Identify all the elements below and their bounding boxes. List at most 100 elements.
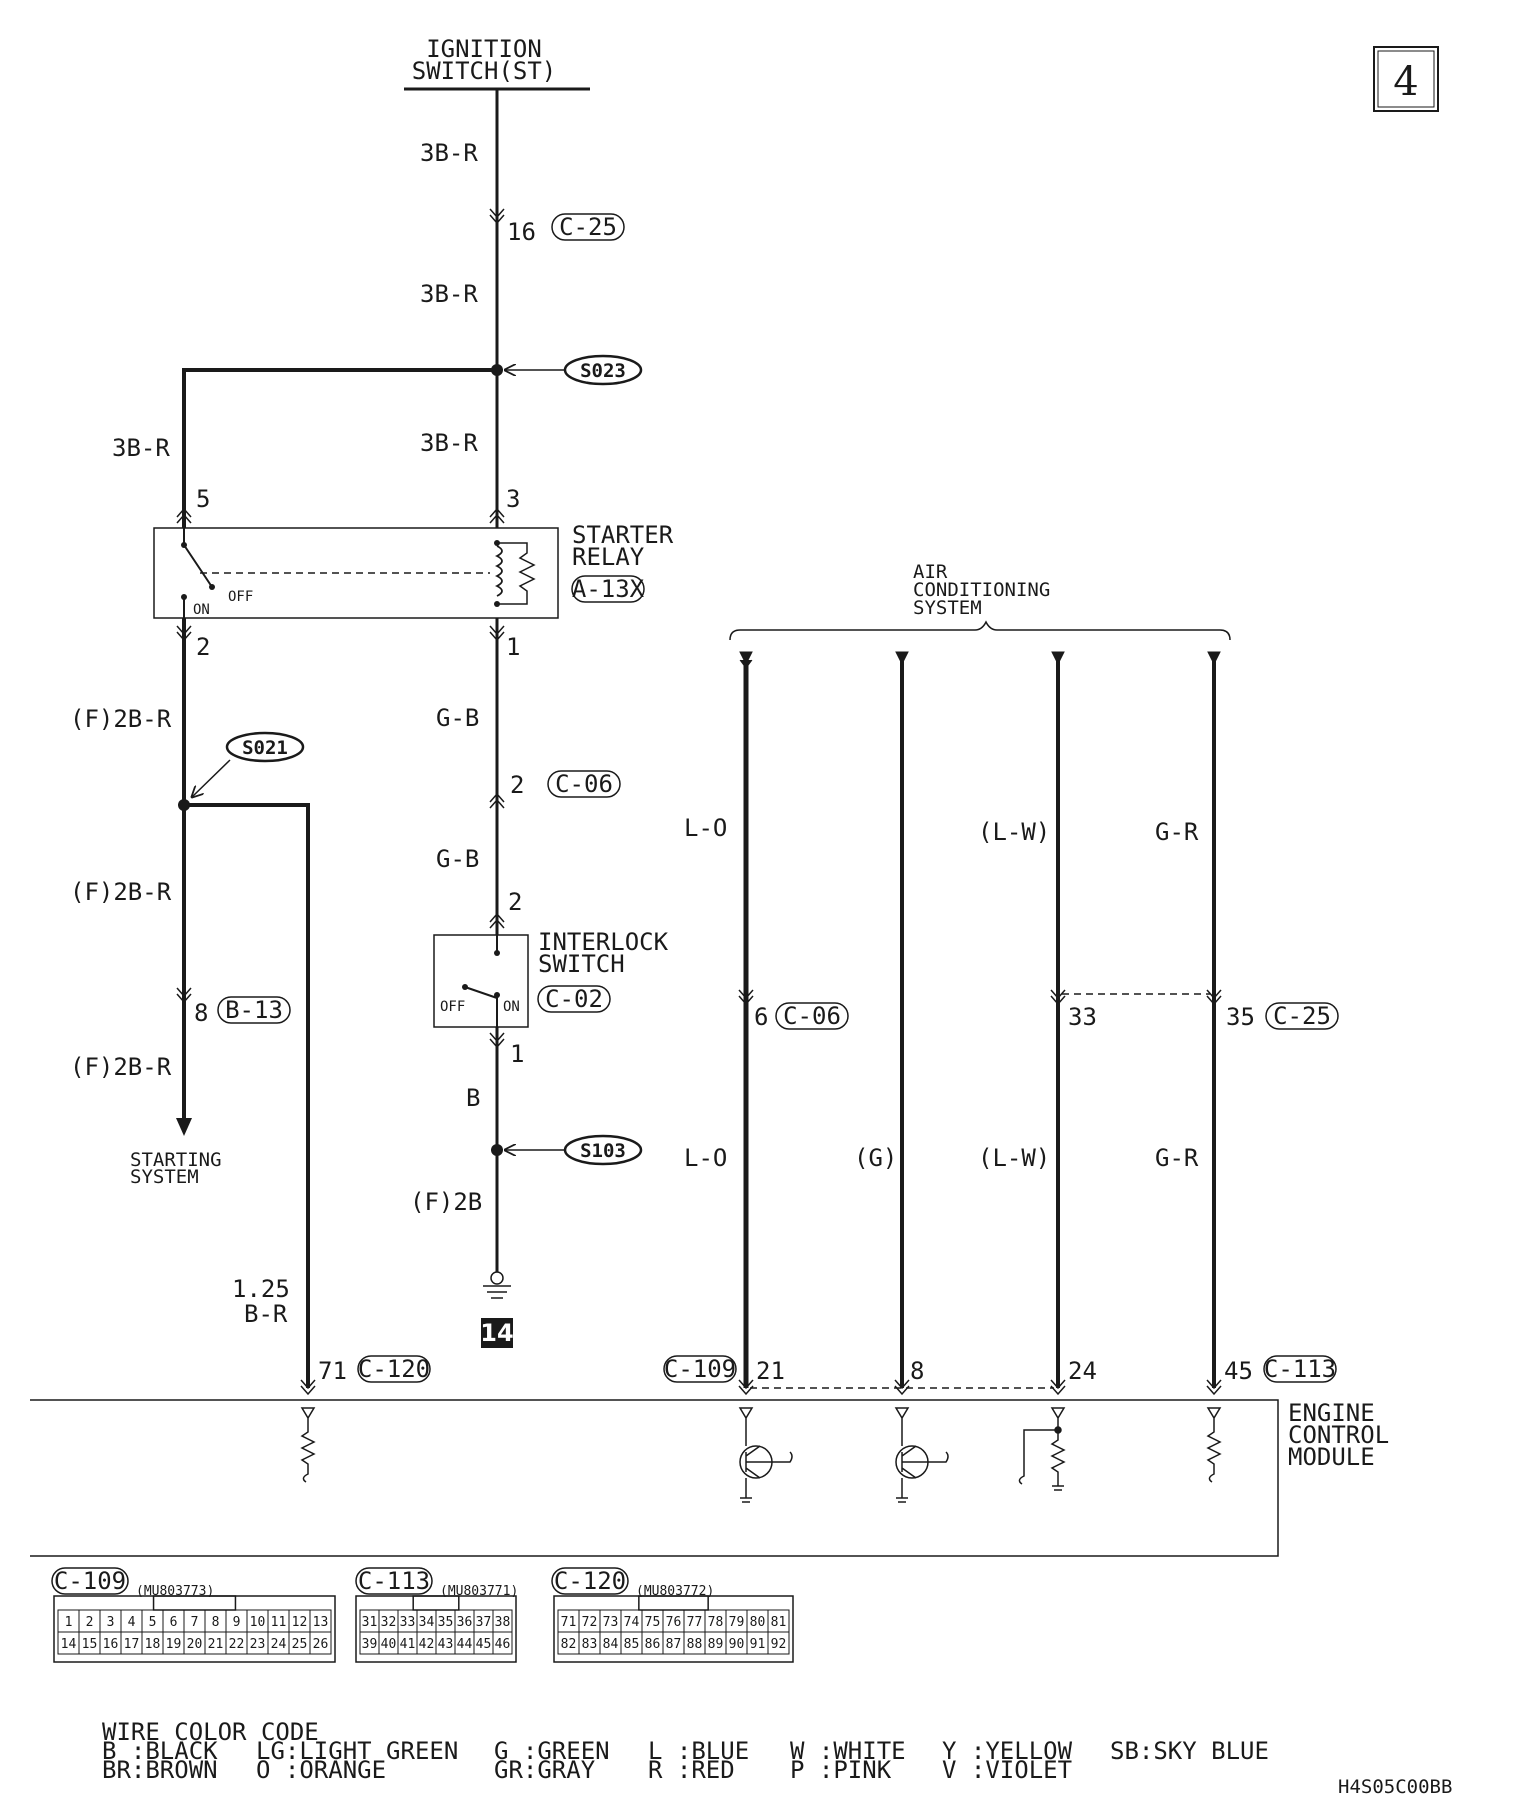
wire-s021-ecm: [184, 803, 310, 1388]
pin-number: 75: [645, 1615, 661, 1630]
legend-w: W :WHITE: [790, 1737, 906, 1765]
pin-number: 86: [645, 1637, 661, 1652]
relay-coil: [494, 545, 503, 597]
pin-number: 71: [561, 1615, 577, 1630]
relay-label-1: STARTER: [572, 521, 674, 549]
legend-title: WIRE COLOR CODE: [102, 1718, 319, 1746]
legend-o: O :ORANGE: [256, 1756, 386, 1784]
pin-33: 33: [1068, 1003, 1097, 1031]
interlock-label-1: INTERLOCK: [538, 928, 669, 956]
wire-label-125: 1.25: [232, 1275, 290, 1303]
pin-6: 6: [754, 1003, 768, 1031]
wire-label-lw-b: (L-W): [978, 1144, 1050, 1172]
pin-21: 21: [756, 1357, 785, 1385]
pin-number: 84: [603, 1637, 619, 1652]
pin-number: 43: [438, 1637, 454, 1652]
wire-label-f2b: (F)2B: [410, 1188, 482, 1216]
pin-number: 6: [170, 1615, 178, 1630]
ac-label-3: SYSTEM: [913, 597, 982, 619]
connector-view-c120: C-120 (MU803772): [551, 1567, 714, 1599]
wire-label-f2br-a: (F)2B-R: [70, 705, 172, 733]
wire-label-lo-a: L-O: [684, 814, 727, 842]
wire-label-3br-b: 3B-R: [420, 280, 478, 308]
pin-number: 37: [476, 1615, 492, 1630]
ignition-label-2: SWITCH(ST): [412, 57, 557, 85]
pin-number: 72: [582, 1615, 598, 1630]
pin-number: 76: [666, 1615, 682, 1630]
conn-badge-c25-top: [551, 213, 625, 241]
pin-number: 8: [212, 1615, 220, 1630]
pin-35: 35: [1226, 1003, 1255, 1031]
cv-c109-name: C-109: [54, 1567, 126, 1595]
wire-label-3br-left: 3B-R: [112, 434, 170, 462]
interlock-label-2: SWITCH: [538, 950, 625, 978]
pin-2-relay: 2: [196, 633, 210, 661]
wire-label-3br-a: 3B-R: [420, 139, 478, 167]
pin-number: 34: [419, 1615, 435, 1630]
cv-c120-name: C-120: [554, 1567, 626, 1595]
pin-2-int: 2: [508, 888, 522, 916]
pin-number: 82: [561, 1637, 577, 1652]
pin-number: 74: [624, 1615, 640, 1630]
wire-label-3br-c: 3B-R: [420, 429, 478, 457]
splice-s103: S103: [580, 1140, 626, 1162]
wire-label-gr-b: G-R: [1155, 1144, 1199, 1172]
legend-sb: SB:SKY BLUE: [1110, 1737, 1269, 1765]
pin-number: 46: [495, 1637, 511, 1652]
starter-relay-box: [153, 527, 559, 619]
pin-24: 24: [1068, 1357, 1097, 1385]
pin-number: 42: [419, 1637, 435, 1652]
pin-number: 18: [145, 1637, 161, 1652]
pin-number: 80: [750, 1615, 766, 1630]
legend-br: BR:BROWN: [102, 1756, 218, 1784]
legend-p: P :PINK: [790, 1756, 892, 1784]
legend-b: B :BLACK: [102, 1737, 218, 1765]
ground-point-badge: [481, 1318, 513, 1348]
ecm-box: [30, 1399, 1279, 1557]
relay-off: OFF: [228, 589, 253, 605]
pin-number: 23: [250, 1637, 266, 1652]
relay-code: A-13X: [572, 575, 645, 603]
pin-cell: [492, 1631, 513, 1655]
ground-icon: [490, 1271, 504, 1285]
wire-label-f2br-b: (F)2B-R: [70, 878, 172, 906]
pin-number: 1: [65, 1615, 73, 1630]
wire-label-lo-b: L-O: [684, 1144, 727, 1172]
pin-2-c06: 2: [510, 771, 524, 799]
pin-number: 85: [624, 1637, 640, 1652]
pin-number: 35: [438, 1615, 454, 1630]
pin-number: 92: [771, 1637, 787, 1652]
ground-point: 14: [480, 1319, 513, 1347]
pin-number: 11: [271, 1615, 287, 1630]
pin-number: 39: [362, 1637, 378, 1652]
pin-number: 91: [750, 1637, 766, 1652]
conn-c113: C-113: [1264, 1355, 1336, 1383]
pin-number: 19: [166, 1637, 182, 1652]
ignition-label-1: IGNITION: [426, 35, 542, 63]
connector-view-c109: C-109 (MU803773): [51, 1567, 214, 1599]
wire-label-b: B: [466, 1084, 480, 1112]
conn-b13: B-13: [225, 996, 283, 1024]
pin-number: 12: [292, 1615, 308, 1630]
legend-r: R :RED: [648, 1756, 735, 1784]
pin-number: 32: [381, 1615, 397, 1630]
pin-cell: [309, 1631, 332, 1655]
starting-label-2: SYSTEM: [130, 1166, 199, 1188]
pin-number: 26: [313, 1637, 329, 1652]
conn-c06-ac: C-06: [783, 1002, 841, 1030]
pin-45: 45: [1224, 1357, 1253, 1385]
legend-g: G :GREEN: [494, 1737, 610, 1765]
pin-number: 15: [82, 1637, 98, 1652]
pin-number: 2: [86, 1615, 94, 1630]
connector-view-c113: C-113 (MU803771): [355, 1567, 518, 1599]
ac-bracket: [729, 620, 1231, 641]
wire-color-legend: WIRE COLOR CODE B :BLACK LG:LIGHT GREEN …: [102, 1718, 1269, 1784]
ecm-label-2: CONTROL: [1288, 1421, 1389, 1449]
pin-number: 10: [250, 1615, 266, 1630]
pin-number: 17: [124, 1637, 140, 1652]
pin-number: 78: [708, 1615, 724, 1630]
pin-number: 44: [457, 1637, 473, 1652]
wire-label-br: B-R: [244, 1300, 288, 1328]
interlock-off: OFF: [440, 999, 465, 1015]
